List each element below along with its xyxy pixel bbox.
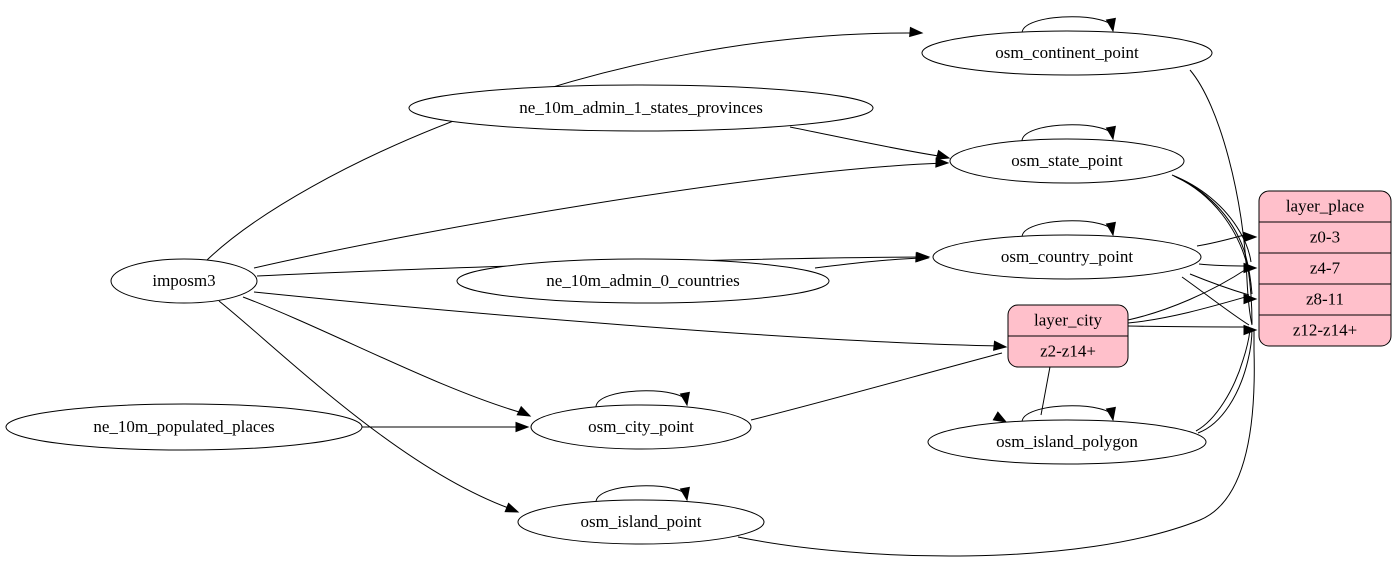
node-osm_country_point[interactable]: osm_country_point bbox=[932, 234, 1202, 280]
arrowhead-layer_place-z4 bbox=[1243, 262, 1258, 274]
node-osm_continent_point[interactable]: osm_continent_point bbox=[921, 30, 1213, 76]
edge-layer_city-to-layer_place bbox=[1127, 267, 1249, 321]
edge-osm_state_point-to-layer_place bbox=[1173, 175, 1253, 295]
arrowhead-layer_city-z2 bbox=[993, 340, 1008, 351]
arrowhead-osm_city_point-self bbox=[679, 391, 690, 407]
node-ne_10m_populated_places[interactable]: ne_10m_populated_places bbox=[5, 403, 363, 451]
arrowhead-osm_state_point-self bbox=[1105, 125, 1116, 141]
nodes-layer: imposm3 ne_10m_admin_1_states_provincesne… bbox=[5, 30, 1213, 545]
edge-imposm3-to-osm_state_point bbox=[253, 162, 945, 269]
edge-osm_city_point-to-layer_city bbox=[750, 352, 1003, 421]
node-shape-ne_10m_populated_places bbox=[5, 403, 363, 451]
edge-imposm3-to-osm_island_point bbox=[218, 300, 515, 511]
arrowhead-osm_state_point-in-imposm3 bbox=[935, 157, 950, 168]
arrowhead-osm_continent_point-self bbox=[1105, 17, 1116, 33]
node-shape-imposm3 bbox=[110, 258, 258, 304]
arrowhead-osm_island_point-self bbox=[679, 486, 690, 502]
arrowhead-osm_city_point-in-imposm3 bbox=[516, 405, 532, 417]
node-ne_10m_admin_1_states_provinces[interactable]: ne_10m_admin_1_states_provinces bbox=[408, 84, 874, 132]
arrowhead-osm_country_point-in-ne0 bbox=[915, 252, 930, 263]
node-osm_state_point[interactable]: osm_state_point bbox=[949, 138, 1185, 184]
record-box-layer_place bbox=[1258, 190, 1392, 347]
node-shape-osm_island_point bbox=[517, 499, 765, 545]
edge-osm_country_point-to-layer_place bbox=[1198, 263, 1250, 267]
arrowhead-layer_place-z0 bbox=[1243, 231, 1258, 243]
edge-osm_island_point-to-layer_place bbox=[737, 329, 1255, 557]
edge-ne_10m_admin_1_states_provinces-to-osm_state_point bbox=[789, 126, 946, 158]
edge-osm_island_polygon-to-layer_place bbox=[1195, 329, 1251, 432]
node-shape-ne_10m_admin_1_states_provinces bbox=[408, 84, 874, 132]
node-shape-ne_10m_admin_0_countries bbox=[456, 258, 830, 304]
node-osm_island_polygon[interactable]: osm_island_polygon bbox=[927, 419, 1207, 465]
edge-layer_city-to-layer_place bbox=[1127, 295, 1250, 324]
edge-osm_island_polygon-to-layer_place bbox=[1197, 327, 1253, 434]
arrowhead-osm_island_point-in bbox=[504, 502, 520, 513]
edge-osm_country_point-to-layer_place bbox=[1189, 273, 1250, 296]
edge-ne_10m_admin_0_countries-to-osm_country_point bbox=[814, 257, 925, 269]
node-osm_city_point[interactable]: osm_city_point bbox=[530, 404, 752, 450]
node-imposm3[interactable]: imposm3 bbox=[110, 258, 258, 304]
arrowhead-osm_city_point-in-ne bbox=[515, 421, 530, 433]
edge-osm_continent_point-to-layer_place bbox=[1189, 69, 1253, 326]
edge-layer_city-to-layer_place bbox=[1127, 325, 1250, 328]
edge-osm_country_point-to-layer_place bbox=[1181, 276, 1250, 326]
arrowhead-layer_place-z12 bbox=[1243, 324, 1258, 336]
arrowhead-osm_country_point-self bbox=[1105, 221, 1116, 237]
node-ne_10m_admin_0_countries[interactable]: ne_10m_admin_0_countries bbox=[456, 258, 830, 304]
arrowhead-osm_island_polygon-self bbox=[1105, 406, 1116, 422]
arrowhead-osm_island_polygon-in bbox=[992, 411, 1008, 423]
node-osm_island_point[interactable]: osm_island_point bbox=[517, 499, 765, 545]
arrowhead-layer_place-z8 bbox=[1243, 293, 1258, 305]
edge-imposm3-to-layer_city bbox=[253, 291, 1003, 347]
node-shape-osm_island_polygon bbox=[927, 419, 1207, 465]
node-shape-osm_city_point bbox=[530, 404, 752, 450]
node-shape-osm_country_point bbox=[932, 234, 1202, 280]
arrowhead-osm_continent_point-in bbox=[909, 26, 924, 38]
node-shape-osm_state_point bbox=[949, 138, 1185, 184]
arrowheads-layer bbox=[504, 17, 1258, 513]
arrowhead-osm_state_point-in-ne1 bbox=[935, 149, 951, 160]
edge-osm_state_point-to-layer_place bbox=[1175, 176, 1253, 325]
node-shape-osm_continent_point bbox=[921, 30, 1213, 76]
edge-imposm3-to-osm_continent_point bbox=[205, 32, 919, 262]
edge-osm_state_point-to-layer_place bbox=[1171, 174, 1252, 263]
edge-imposm3-to-osm_city_point bbox=[242, 296, 527, 415]
